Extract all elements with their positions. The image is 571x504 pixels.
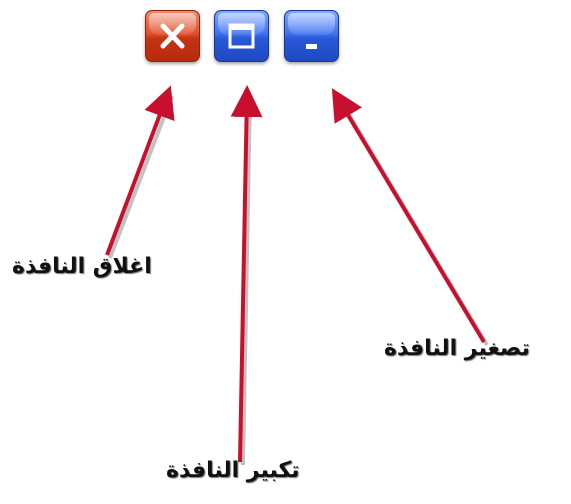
maximize-arrow [230, 85, 263, 463]
minimize-label: تصغير النافذة [384, 336, 530, 361]
close-button[interactable] [145, 10, 200, 62]
close-arrow [105, 85, 175, 256]
arrow-lines [105, 85, 486, 463]
minimize-icon [306, 44, 317, 49]
maximize-label: تكبير النافذة [166, 458, 300, 483]
minimize-arrow [331, 88, 486, 344]
minimize-button[interactable] [284, 10, 339, 62]
maximize-button[interactable] [214, 10, 269, 62]
close-icon [160, 23, 185, 49]
maximize-icon [228, 23, 255, 49]
close-label: اغلاق النافذة [12, 254, 152, 279]
